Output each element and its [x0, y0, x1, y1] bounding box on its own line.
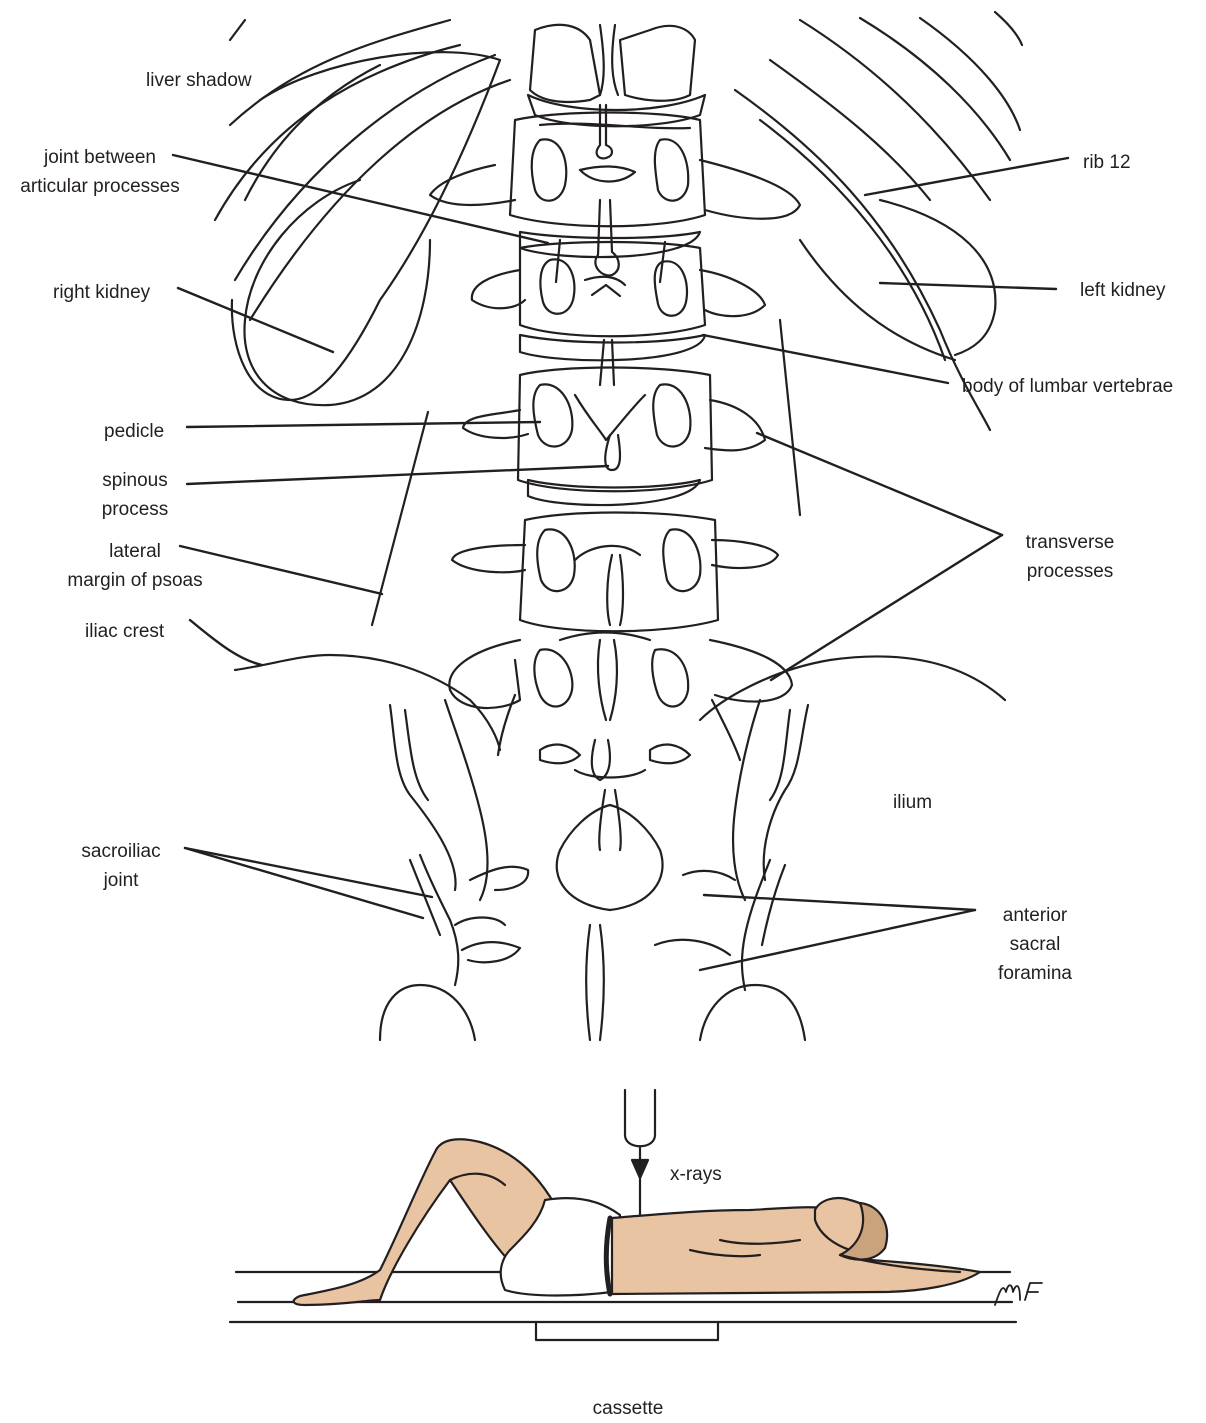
label-transverse-processes: transverse processes	[1026, 528, 1115, 586]
label-body-lumbar: body of lumbar vertebrae	[962, 372, 1173, 401]
leader-joint-between	[173, 155, 548, 243]
leader-foramina-upper	[704, 895, 975, 910]
label-pedicle: pedicle	[104, 417, 164, 446]
xray-tube	[625, 1090, 655, 1218]
label-sacroiliac-line2: joint	[81, 866, 160, 895]
patient-figure	[294, 1139, 1042, 1305]
label-right-kidney: right kidney	[53, 278, 150, 307]
x-ray-arrow	[632, 1160, 648, 1178]
leader-lateral-margin	[180, 546, 382, 594]
leader-foramina-lower	[700, 910, 975, 970]
label-foramina-line3: foramina	[998, 959, 1072, 988]
label-sacroiliac-joint: sacroiliac joint	[81, 837, 160, 895]
label-sacroiliac-line1: sacroiliac	[81, 837, 160, 866]
label-transverse-line2: processes	[1026, 557, 1115, 586]
label-cassette: cassette	[593, 1394, 664, 1423]
leader-transverse-upper	[757, 433, 1002, 535]
left-psoas-line	[780, 320, 800, 515]
leader-sacroiliac-upper	[185, 848, 432, 897]
label-joint-between: joint between articular processes	[20, 143, 179, 201]
leader-sacroiliac-lower	[185, 848, 423, 918]
label-x-rays: x-rays	[670, 1160, 722, 1189]
label-joint-between-line1: joint between	[20, 143, 179, 172]
leader-pedicle	[187, 422, 540, 427]
label-rib-12: rib 12	[1083, 148, 1131, 177]
label-spinous-line2: process	[102, 495, 169, 524]
label-lateral-line1: lateral	[67, 537, 202, 566]
label-left-kidney: left kidney	[1080, 276, 1166, 305]
leader-rib-12	[865, 158, 1068, 195]
label-anterior-sacral-foramina: anterior sacral foramina	[998, 901, 1072, 988]
leader-left-kidney	[880, 283, 1056, 289]
label-foramina-line1: anterior	[998, 901, 1072, 930]
label-spinous-process: spinous process	[102, 466, 169, 524]
label-spinous-line1: spinous	[102, 466, 169, 495]
label-lateral-line2: margin of psoas	[67, 566, 202, 595]
leader-transverse-lower	[771, 535, 1002, 680]
label-foramina-line2: sacral	[998, 930, 1072, 959]
label-joint-between-line2: articular processes	[20, 172, 179, 201]
label-transverse-line1: transverse	[1026, 528, 1115, 557]
leader-right-kidney	[178, 288, 333, 352]
leader-spinous-process	[187, 466, 608, 484]
leader-iliac-crest	[190, 620, 262, 665]
label-lateral-margin-psoas: lateral margin of psoas	[67, 537, 202, 595]
label-iliac-crest: iliac crest	[85, 617, 164, 646]
label-ilium: ilium	[893, 788, 932, 817]
label-liver-shadow: liver shadow	[146, 66, 252, 95]
patient-torso	[612, 1207, 980, 1294]
cassette-tray	[536, 1322, 718, 1340]
